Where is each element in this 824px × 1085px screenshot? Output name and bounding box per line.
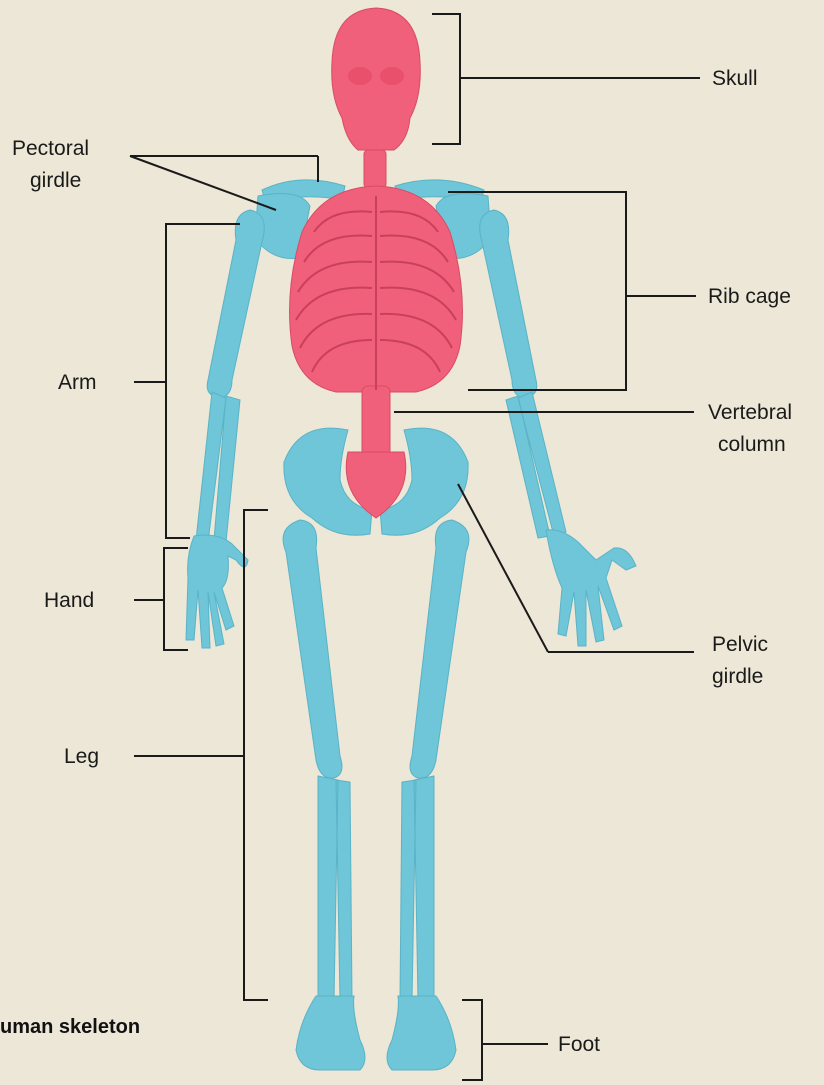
label-hand: Hand (44, 588, 94, 614)
label-leg: Leg (64, 744, 99, 770)
femur-left-shape (283, 520, 342, 778)
foot-left-shape (296, 996, 365, 1070)
label-pectoral-girdle-line1: Pectoral (12, 136, 89, 162)
figure-caption: uman skeleton (0, 1016, 140, 1039)
label-pelvic-girdle-line2: girdle (712, 664, 763, 690)
label-vertebral-column-line2: column (718, 432, 786, 458)
humerus-left-shape (207, 210, 264, 398)
hand-right-shape (546, 530, 636, 646)
label-skull: Skull (712, 66, 758, 92)
label-pelvic-girdle-line1: Pelvic (712, 632, 768, 658)
forearm-right-shape (506, 392, 566, 538)
label-pectoral-girdle-line2: girdle (30, 168, 81, 194)
femur-right-shape (410, 520, 469, 778)
foot-right-shape (387, 996, 456, 1070)
vertebral-column-shape (362, 386, 390, 456)
tibia-left-shape (318, 776, 352, 1000)
skull-shape (332, 8, 421, 150)
tibia-right-shape (400, 776, 434, 1000)
humerus-right-shape (480, 210, 537, 398)
label-arm: Arm (58, 370, 97, 396)
hand-left-shape (186, 535, 248, 648)
label-foot: Foot (558, 1032, 600, 1058)
forearm-left-shape (196, 392, 240, 542)
label-vertebral-column-line1: Vertebral (708, 400, 792, 426)
label-rib-cage: Rib cage (708, 284, 791, 310)
